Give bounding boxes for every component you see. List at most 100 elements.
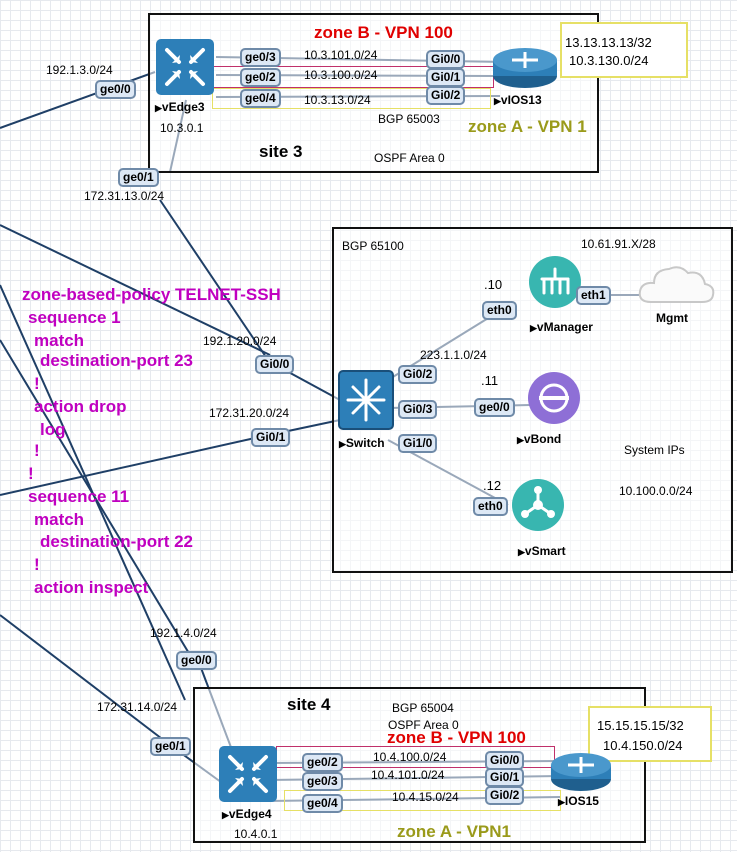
s3-subnet-2: 10.3.100.0/24 [304, 68, 378, 82]
s4-wan-port-ge01[interactable]: ge0/1 [150, 737, 191, 756]
s3-port-gi02[interactable]: Gi0/2 [426, 86, 466, 105]
vmanager-icon[interactable] [528, 255, 582, 309]
link-wan-crossing-a [0, 224, 271, 356]
policy-line: action inspect [34, 578, 149, 597]
site3-zone-b-label: zone B - VPN 100 [314, 23, 453, 42]
vedge4-system-ip: 10.4.0.1 [234, 827, 278, 841]
s4-wan-port-ge00[interactable]: ge0/0 [176, 651, 217, 670]
cloud-icon[interactable] [636, 260, 716, 308]
vedge4-router-icon[interactable] [218, 745, 280, 805]
dc-wan-subnet-2: 172.31.20.0/24 [209, 406, 290, 420]
s3-subnet-3: 10.3.13.0/24 [304, 93, 371, 107]
policy-line: ! [34, 555, 40, 574]
site3-ospf: OSPF Area 0 [374, 151, 445, 165]
s4-port-gi01[interactable]: Gi0/1 [485, 768, 525, 787]
switch-name: Switch [339, 436, 385, 450]
switch-icon[interactable] [338, 370, 394, 430]
s3-subnet-1: 10.3.101.0/24 [304, 48, 378, 62]
s4-port-ge03[interactable]: ge0/3 [302, 772, 343, 791]
policy-line: sequence 11 [28, 487, 130, 506]
s4-port-ge04[interactable]: ge0/4 [302, 794, 343, 813]
vios13-router-icon[interactable] [490, 40, 560, 92]
vsmart-port-eth0[interactable]: eth0 [473, 497, 508, 516]
vedge3-system-ip: 10.3.0.1 [160, 121, 204, 135]
site4-bgp: BGP 65004 [392, 701, 454, 715]
dc-port-gi03[interactable]: Gi0/3 [398, 400, 438, 419]
site3-loopback-1: 13.13.13.13/32 [565, 35, 652, 50]
policy-line: ! [34, 374, 40, 393]
s4-port-gi02[interactable]: Gi0/2 [485, 786, 525, 805]
vsmart-name: vSmart [518, 544, 566, 558]
s4-subnet-3: 10.4.15.0/24 [392, 790, 459, 804]
link-wan-dc-gi01 [0, 437, 256, 496]
vmanager-port-eth0[interactable]: eth0 [482, 301, 517, 320]
s4-subnet-1: 10.4.100.0/24 [373, 750, 447, 764]
policy-line: sequence 1 [28, 308, 121, 327]
vsmart-ip: .12 [483, 478, 502, 493]
site4-loopback-2: 10.4.150.0/24 [603, 738, 683, 753]
link-wan-site4-ge01 [0, 614, 171, 746]
dc-subnet: 223.1.1.0/24 [420, 348, 487, 362]
policy-line: ! [28, 464, 34, 483]
s3-port-gi00[interactable]: Gi0/0 [426, 50, 466, 69]
policy-line: destination-port 22 [40, 532, 194, 551]
dc-system-ips: 10.100.0.0/24 [619, 484, 693, 498]
vedge4-name: vEdge4 [222, 807, 272, 821]
s4-port-ge02[interactable]: ge0/2 [302, 753, 343, 772]
s3-port-ge03[interactable]: ge0/3 [240, 48, 281, 67]
dc-wan-port-gi01[interactable]: Gi0/1 [251, 428, 291, 447]
policy-line: log [40, 420, 66, 439]
policy-line: destination-port 23 [40, 351, 194, 370]
site4-title: site 4 [287, 695, 331, 714]
dc-bgp: BGP 65100 [342, 239, 404, 253]
dc-system-ips-label: System IPs [624, 443, 685, 457]
vbond-port-ge00[interactable]: ge0/0 [474, 398, 515, 417]
policy-line: match [34, 510, 85, 529]
s4-subnet-2: 10.4.101.0/24 [371, 768, 445, 782]
vsmart-icon[interactable] [511, 478, 565, 532]
s3-wan-port-ge01[interactable]: ge0/1 [118, 168, 159, 187]
ios15-router-icon[interactable] [548, 745, 614, 795]
dc-mgmt-subnet: 10.61.91.X/28 [581, 237, 656, 251]
s3-port-ge04[interactable]: ge0/4 [240, 89, 281, 108]
link-wan-crossing-c [0, 339, 191, 656]
s3-port-gi01[interactable]: Gi0/1 [426, 68, 466, 87]
s4-wan-subnet-2: 172.31.14.0/24 [97, 700, 178, 714]
vios13-name: vIOS13 [494, 93, 542, 107]
site4-zone-b-label: zone B - VPN 100 [387, 728, 526, 747]
ios15-name: IOS15 [558, 794, 599, 808]
dc-port-gi10[interactable]: Gi1/0 [398, 434, 438, 453]
vedge3-name: vEdge3 [155, 100, 205, 114]
s3-wan-subnet-1: 192.1.3.0/24 [46, 63, 113, 77]
policy-line: ! [34, 441, 40, 460]
vedge3-router-icon[interactable] [155, 38, 217, 98]
s3-wan-port-ge00[interactable]: ge0/0 [95, 80, 136, 99]
dc-wan-subnet-1: 192.1.20.0/24 [203, 334, 277, 348]
dc-port-gi02[interactable]: Gi0/2 [398, 365, 438, 384]
site4-zone-a-label: zone A - VPN1 [397, 822, 511, 841]
policy-line: match [34, 331, 85, 350]
vmanager-port-eth1[interactable]: eth1 [576, 286, 611, 305]
s3-port-ge02[interactable]: ge0/2 [240, 68, 281, 87]
dc-wan-port-gi00[interactable]: Gi0/0 [255, 355, 295, 374]
site3-loopback-2: 10.3.130.0/24 [569, 53, 649, 68]
vmanager-name: vManager [530, 320, 593, 334]
link-wan-dc-gi00 [159, 199, 269, 361]
vbond-ip: .11 [481, 373, 499, 388]
site3-loopback-box [560, 22, 688, 78]
site3-zone-a-label: zone A - VPN 1 [468, 117, 587, 136]
site3-zone-a-highlight [212, 88, 491, 109]
s3-wan-subnet-2: 172.31.13.0/24 [84, 189, 165, 203]
mgmt-name: Mgmt [656, 311, 688, 325]
vbond-icon[interactable] [527, 371, 581, 425]
vmanager-ip: .10 [484, 277, 503, 292]
site3-title: site 3 [259, 142, 303, 161]
vbond-name: vBond [517, 432, 561, 446]
policy-line: action drop [34, 397, 127, 416]
site4-loopback-box [588, 706, 712, 762]
s4-wan-subnet-1: 192.1.4.0/24 [150, 626, 217, 640]
site3-bgp: BGP 65003 [378, 112, 440, 126]
policy-line: zone-based-policy TELNET-SSH [22, 285, 281, 304]
site4-loopback-1: 15.15.15.15/32 [597, 718, 684, 733]
site4-ospf: OSPF Area 0 [388, 718, 459, 732]
